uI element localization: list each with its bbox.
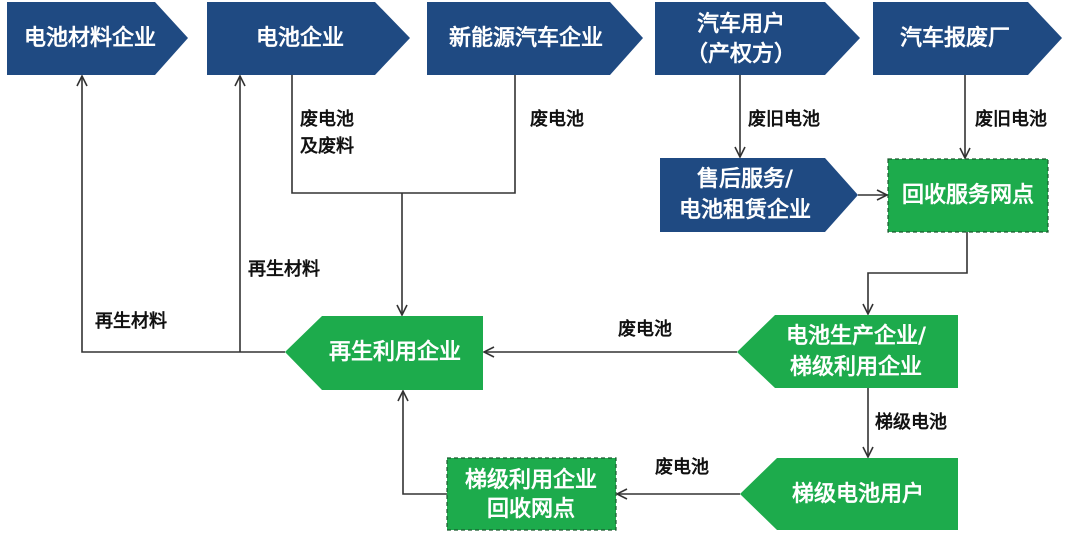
node-battery-maker: 电池企业 [207, 2, 410, 75]
node-aftersales: 售后服务/ 电池租赁企业 [660, 158, 858, 232]
node-label: 电池企业 [256, 25, 344, 51]
node-label: 再生利用企业 [329, 339, 461, 365]
node-label: （产权方） [686, 41, 796, 67]
node-label: 汽车报废厂 [900, 25, 1010, 51]
edge-label: 梯级电池 [875, 411, 947, 433]
node-cascade-user: 梯级电池用户 [740, 458, 958, 530]
edge-recycle-point-to-producer [868, 232, 968, 314]
connectors [82, 75, 967, 494]
node-recycler: 再生利用企业 [285, 316, 483, 390]
node-label: 汽车用户 [697, 11, 785, 37]
node-nev-maker: 新能源汽车企业 [427, 2, 643, 75]
node-label: 回收网点 [487, 496, 575, 522]
edge-label: 再生材料 [95, 310, 167, 332]
node-label: 电池租赁企业 [679, 197, 811, 223]
node-scrap-plant: 汽车报废厂 [873, 2, 1062, 75]
node-label: 梯级利用企业 [465, 467, 597, 493]
node-label: 新能源汽车企业 [449, 25, 603, 51]
edge-label: 及废料 [300, 135, 354, 157]
edge-cascade-point-to-recycler [403, 391, 447, 495]
node-label: 电池生产企业/ [786, 323, 927, 349]
edge-recycler-to-materials [82, 76, 285, 353]
edge-battery-nev-merge [291, 75, 516, 194]
node-label: 售后服务/ [697, 166, 794, 192]
node-label: 电池材料企业 [24, 25, 156, 51]
node-label: 梯级利用企业 [790, 354, 922, 380]
edge-label: 废电池 [655, 456, 709, 478]
node-label: 梯级电池用户 [792, 481, 924, 507]
node-car-user: 汽车用户 （产权方） [655, 2, 860, 75]
node-producer-cascade: 电池生产企业/ 梯级利用企业 [737, 315, 958, 388]
edge-label: 废电池 [530, 108, 584, 130]
edge-label: 废电池 [618, 318, 672, 340]
node-cascade-point: 梯级利用企业 回收网点 [446, 457, 617, 531]
edge-label: 废电池 [300, 108, 354, 130]
edge-label: 废旧电池 [975, 108, 1047, 130]
node-recycle-point: 回收服务网点 [887, 158, 1049, 233]
edge-label: 废旧电池 [748, 108, 820, 130]
node-label: 回收服务网点 [902, 182, 1034, 208]
edge-label: 再生材料 [248, 258, 320, 280]
node-materials: 电池材料企业 [7, 2, 188, 75]
